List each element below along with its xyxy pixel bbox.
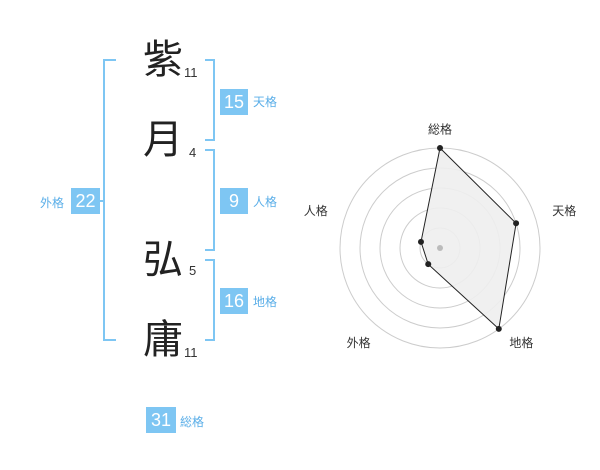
gaikaku-label: 外格 [40,196,65,210]
radar-point-2 [495,325,502,332]
radar-series-area [420,146,517,330]
radar-axis-label-1: 天格 [552,203,576,218]
chikaku-bracket [205,259,215,341]
tenkaku-label: 天格 [253,95,278,109]
radar-point-0 [437,145,443,151]
tenkaku-value-badge: 15 [220,89,248,115]
radar-axis-label-3: 外格 [347,335,371,350]
jinkaku-bracket [205,149,215,251]
jinkaku-value-badge: 9 [220,188,248,214]
name-char-4: 庸 [143,317,183,363]
name-char-1: 紫 [143,37,183,83]
chikaku-label: 地格 [253,295,278,309]
stroke-count-2: 4 [189,145,197,160]
stroke-count-3: 5 [189,263,197,278]
stroke-count-1: 11 [184,65,198,80]
radar-axis-label-2: 地格 [509,335,533,350]
radar-points [417,145,520,332]
stroke-count-4: 11 [184,345,198,360]
soukaku-label: 総格 [180,415,205,429]
radar-point-3 [425,261,432,268]
radar-axis-label-4: 人格 [304,203,328,218]
tenkaku-bracket [205,59,215,141]
gaikaku-value-badge: 22 [71,188,100,214]
chikaku-value-badge: 16 [220,288,248,314]
radar-axis-label-0: 総格 [428,122,452,137]
radar-point-4 [417,238,424,245]
radar-point-1 [513,220,520,227]
jinkaku-label: 人格 [253,195,278,209]
radar-center-dot [437,245,443,251]
name-char-3: 弘 [143,237,183,283]
name-char-2: 月 [143,117,183,163]
soukaku-value-badge: 31 [146,407,176,433]
